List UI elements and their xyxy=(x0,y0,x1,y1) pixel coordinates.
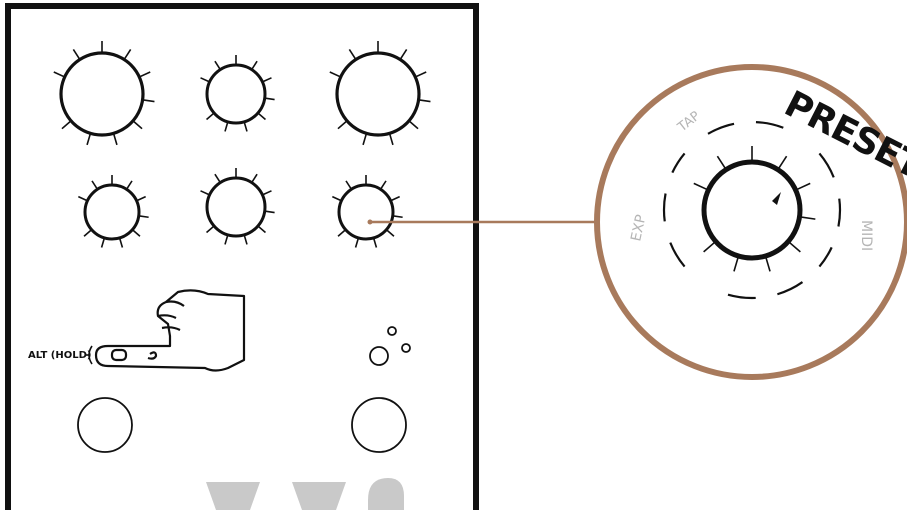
pedal-enclosure xyxy=(5,3,479,510)
alt-hold-label: ALT (HOLD) xyxy=(28,350,91,361)
knob-tick xyxy=(787,240,801,253)
knob-top-left[interactable] xyxy=(53,41,155,146)
knob-body[interactable] xyxy=(701,159,803,261)
selector-arc xyxy=(707,281,804,300)
knob-tick xyxy=(716,155,727,171)
knob-tick xyxy=(693,182,709,191)
knob-bottom-left[interactable] xyxy=(78,175,149,248)
selector-arc xyxy=(818,152,842,268)
knob-preset[interactable] xyxy=(332,175,403,248)
label-midi: MIDI xyxy=(858,220,874,251)
knob-body[interactable] xyxy=(337,183,395,241)
knob-group xyxy=(53,41,431,248)
knob-body[interactable] xyxy=(335,51,421,137)
knob-body[interactable] xyxy=(205,176,267,238)
preset-knob-zoomed[interactable] xyxy=(693,146,816,272)
footswitch-left[interactable] xyxy=(77,397,133,453)
callout-dot xyxy=(367,219,373,225)
selector-arc xyxy=(662,152,686,268)
selector-arc xyxy=(707,120,804,139)
label-exp: EXP xyxy=(628,213,649,243)
led-bubbles-icon xyxy=(369,326,411,366)
knob-body[interactable] xyxy=(205,63,267,125)
pointing-hand-icon xyxy=(94,289,246,372)
footswitch-right[interactable] xyxy=(351,397,407,453)
knob-top-middle[interactable] xyxy=(200,55,275,132)
knob-body[interactable] xyxy=(83,183,141,241)
knob-tick xyxy=(795,182,811,191)
preset-knob-large[interactable] xyxy=(693,146,816,272)
knob-top-right[interactable] xyxy=(329,41,431,146)
selector-arcs xyxy=(662,120,842,300)
knob-tick xyxy=(799,216,816,220)
knob-tick xyxy=(733,255,740,272)
knob-tick xyxy=(777,155,788,171)
knob-pointer xyxy=(772,192,781,205)
partial-logo xyxy=(206,478,404,510)
knob-body[interactable] xyxy=(59,51,145,137)
knob-tick xyxy=(764,255,771,272)
knob-tick xyxy=(703,240,717,253)
knob-bottom-middle[interactable] xyxy=(200,168,275,245)
